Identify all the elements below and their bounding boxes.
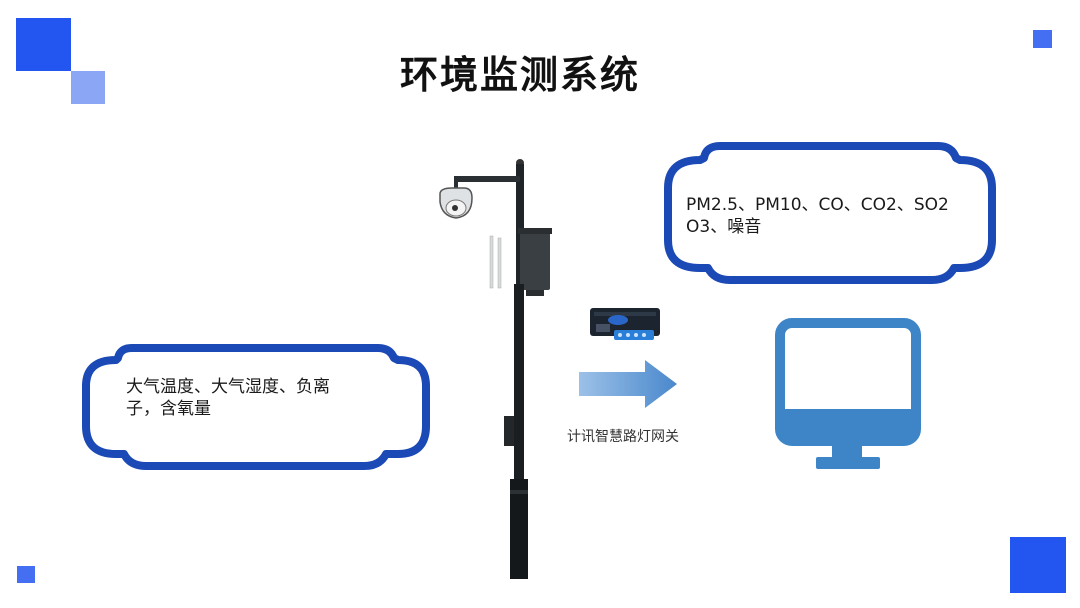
monitor-icon xyxy=(775,318,921,469)
sensor-box xyxy=(518,228,552,296)
arrow-right-icon xyxy=(579,360,677,408)
corner-square-bottom-right xyxy=(1010,537,1066,593)
sensor-cloud-right: PM2.5、PM10、CO、CO2、SO2 O3、噪音 xyxy=(662,140,998,288)
corner-square-bottom-left xyxy=(17,566,35,583)
sensor-list-left: 大气温度、大气湿度、负离子，含氧量 xyxy=(126,377,330,419)
page-title: 环境监测系统 xyxy=(399,53,640,97)
corner-square-small-top-left xyxy=(71,71,105,104)
corner-square-top-right xyxy=(1033,30,1052,48)
street-pole-illustration xyxy=(439,159,552,579)
camera-icon xyxy=(439,187,473,219)
cloud-shape-right xyxy=(664,142,996,284)
sensor-list-right-line2: O3、噪音 xyxy=(686,217,762,237)
cloud-shape-left xyxy=(82,344,430,470)
sensor-list-right-line1: PM2.5、PM10、CO、CO2、SO2 xyxy=(686,195,949,215)
sensor-cloud-left: 大气温度、大气湿度、负离子，含氧量 xyxy=(80,336,432,476)
corner-square-large-top-left xyxy=(16,18,71,71)
gateway-label: 计讯智慧路灯网关 xyxy=(567,429,679,445)
gateway-device-illustration xyxy=(590,308,660,340)
